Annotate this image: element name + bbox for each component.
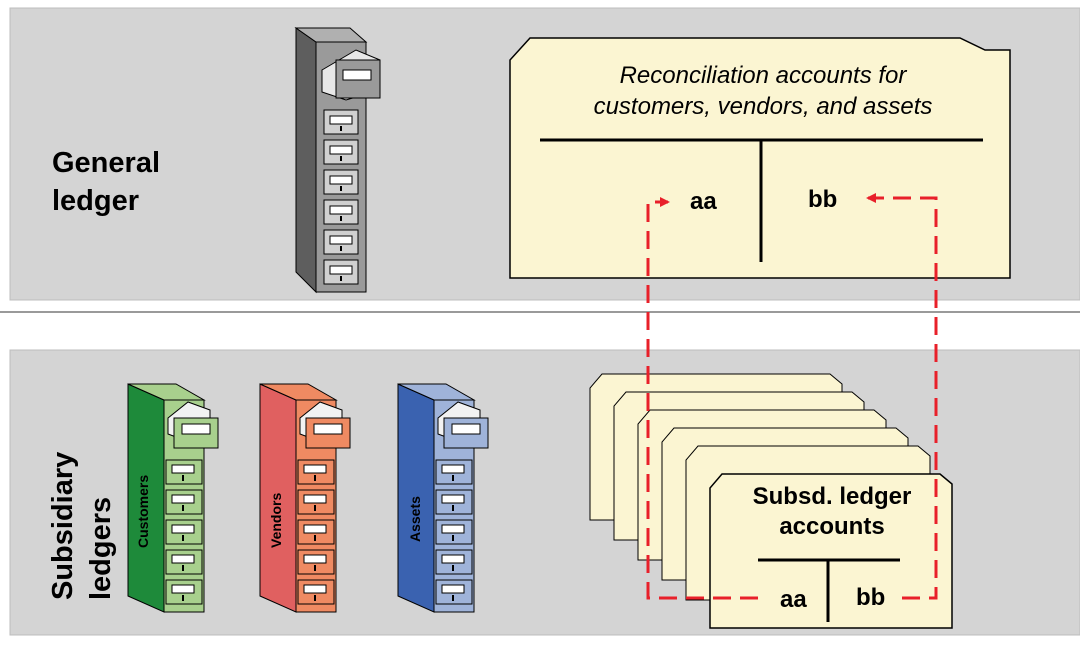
drawer — [297, 549, 335, 575]
reconciliation-title: Reconciliation accounts for customers, v… — [530, 60, 996, 122]
general-ledger-label: General ledger — [52, 144, 160, 220]
drawer — [165, 489, 203, 515]
reconciliation-title-line1: Reconciliation accounts for — [619, 62, 907, 89]
cabinet-label-vendors: Vendors — [268, 492, 284, 548]
general-ledger-cabinet — [294, 27, 381, 294]
drawer — [435, 549, 473, 575]
subsidiary-cabinets — [127, 383, 489, 613]
drawer — [297, 579, 335, 605]
gl-drawer — [323, 109, 359, 135]
cabinet-assets — [397, 383, 489, 613]
subsidiary-ledgers-label-line2: ledgers — [85, 496, 117, 600]
arrow-aa — [646, 197, 758, 600]
drawer — [435, 489, 473, 515]
subsidiary-ledgers-label: Subsidiary ledgers — [44, 400, 124, 600]
gl-drawer — [323, 169, 359, 195]
general-ledger-label-line1: General — [52, 147, 160, 179]
reconciliation-left-value: aa — [690, 188, 717, 215]
subledger-title-line2: accounts — [779, 513, 885, 540]
subledger-title-line1: Subsd. ledger — [752, 483, 912, 510]
reconciliation-card — [509, 37, 1011, 279]
drawer — [297, 519, 335, 545]
gl-drawer — [323, 229, 359, 255]
gl-drawer — [323, 199, 359, 225]
reconciliation-arrows — [646, 193, 938, 600]
subledger-right-value: bb — [856, 584, 886, 611]
cabinet-vendors — [259, 383, 351, 613]
drawer — [165, 549, 203, 575]
drawer — [435, 579, 473, 605]
reconciliation-right-value: bb — [808, 186, 838, 213]
drawer — [435, 459, 473, 485]
drawer — [165, 579, 203, 605]
reconciliation-title-line2: customers, vendors, and assets — [593, 93, 933, 120]
cabinet-label-assets: Assets — [407, 496, 423, 542]
general-ledger-label-line2: ledger — [52, 185, 140, 217]
gl-drawer — [323, 139, 359, 165]
drawer — [297, 459, 335, 485]
arrow-bb — [866, 193, 938, 600]
drawer — [435, 519, 473, 545]
subledger-card-stack — [589, 373, 953, 629]
subledger-left-value: aa — [780, 586, 807, 613]
drawer — [297, 489, 335, 515]
cabinet-label-customers: Customers — [135, 474, 151, 548]
drawer — [165, 459, 203, 485]
cabinet-customers — [127, 383, 219, 613]
subledger-title: Subsd. ledger accounts — [720, 482, 944, 542]
gl-drawer — [323, 259, 359, 285]
subsidiary-ledgers-label-line1: Subsidiary — [47, 451, 79, 600]
drawer — [165, 519, 203, 545]
